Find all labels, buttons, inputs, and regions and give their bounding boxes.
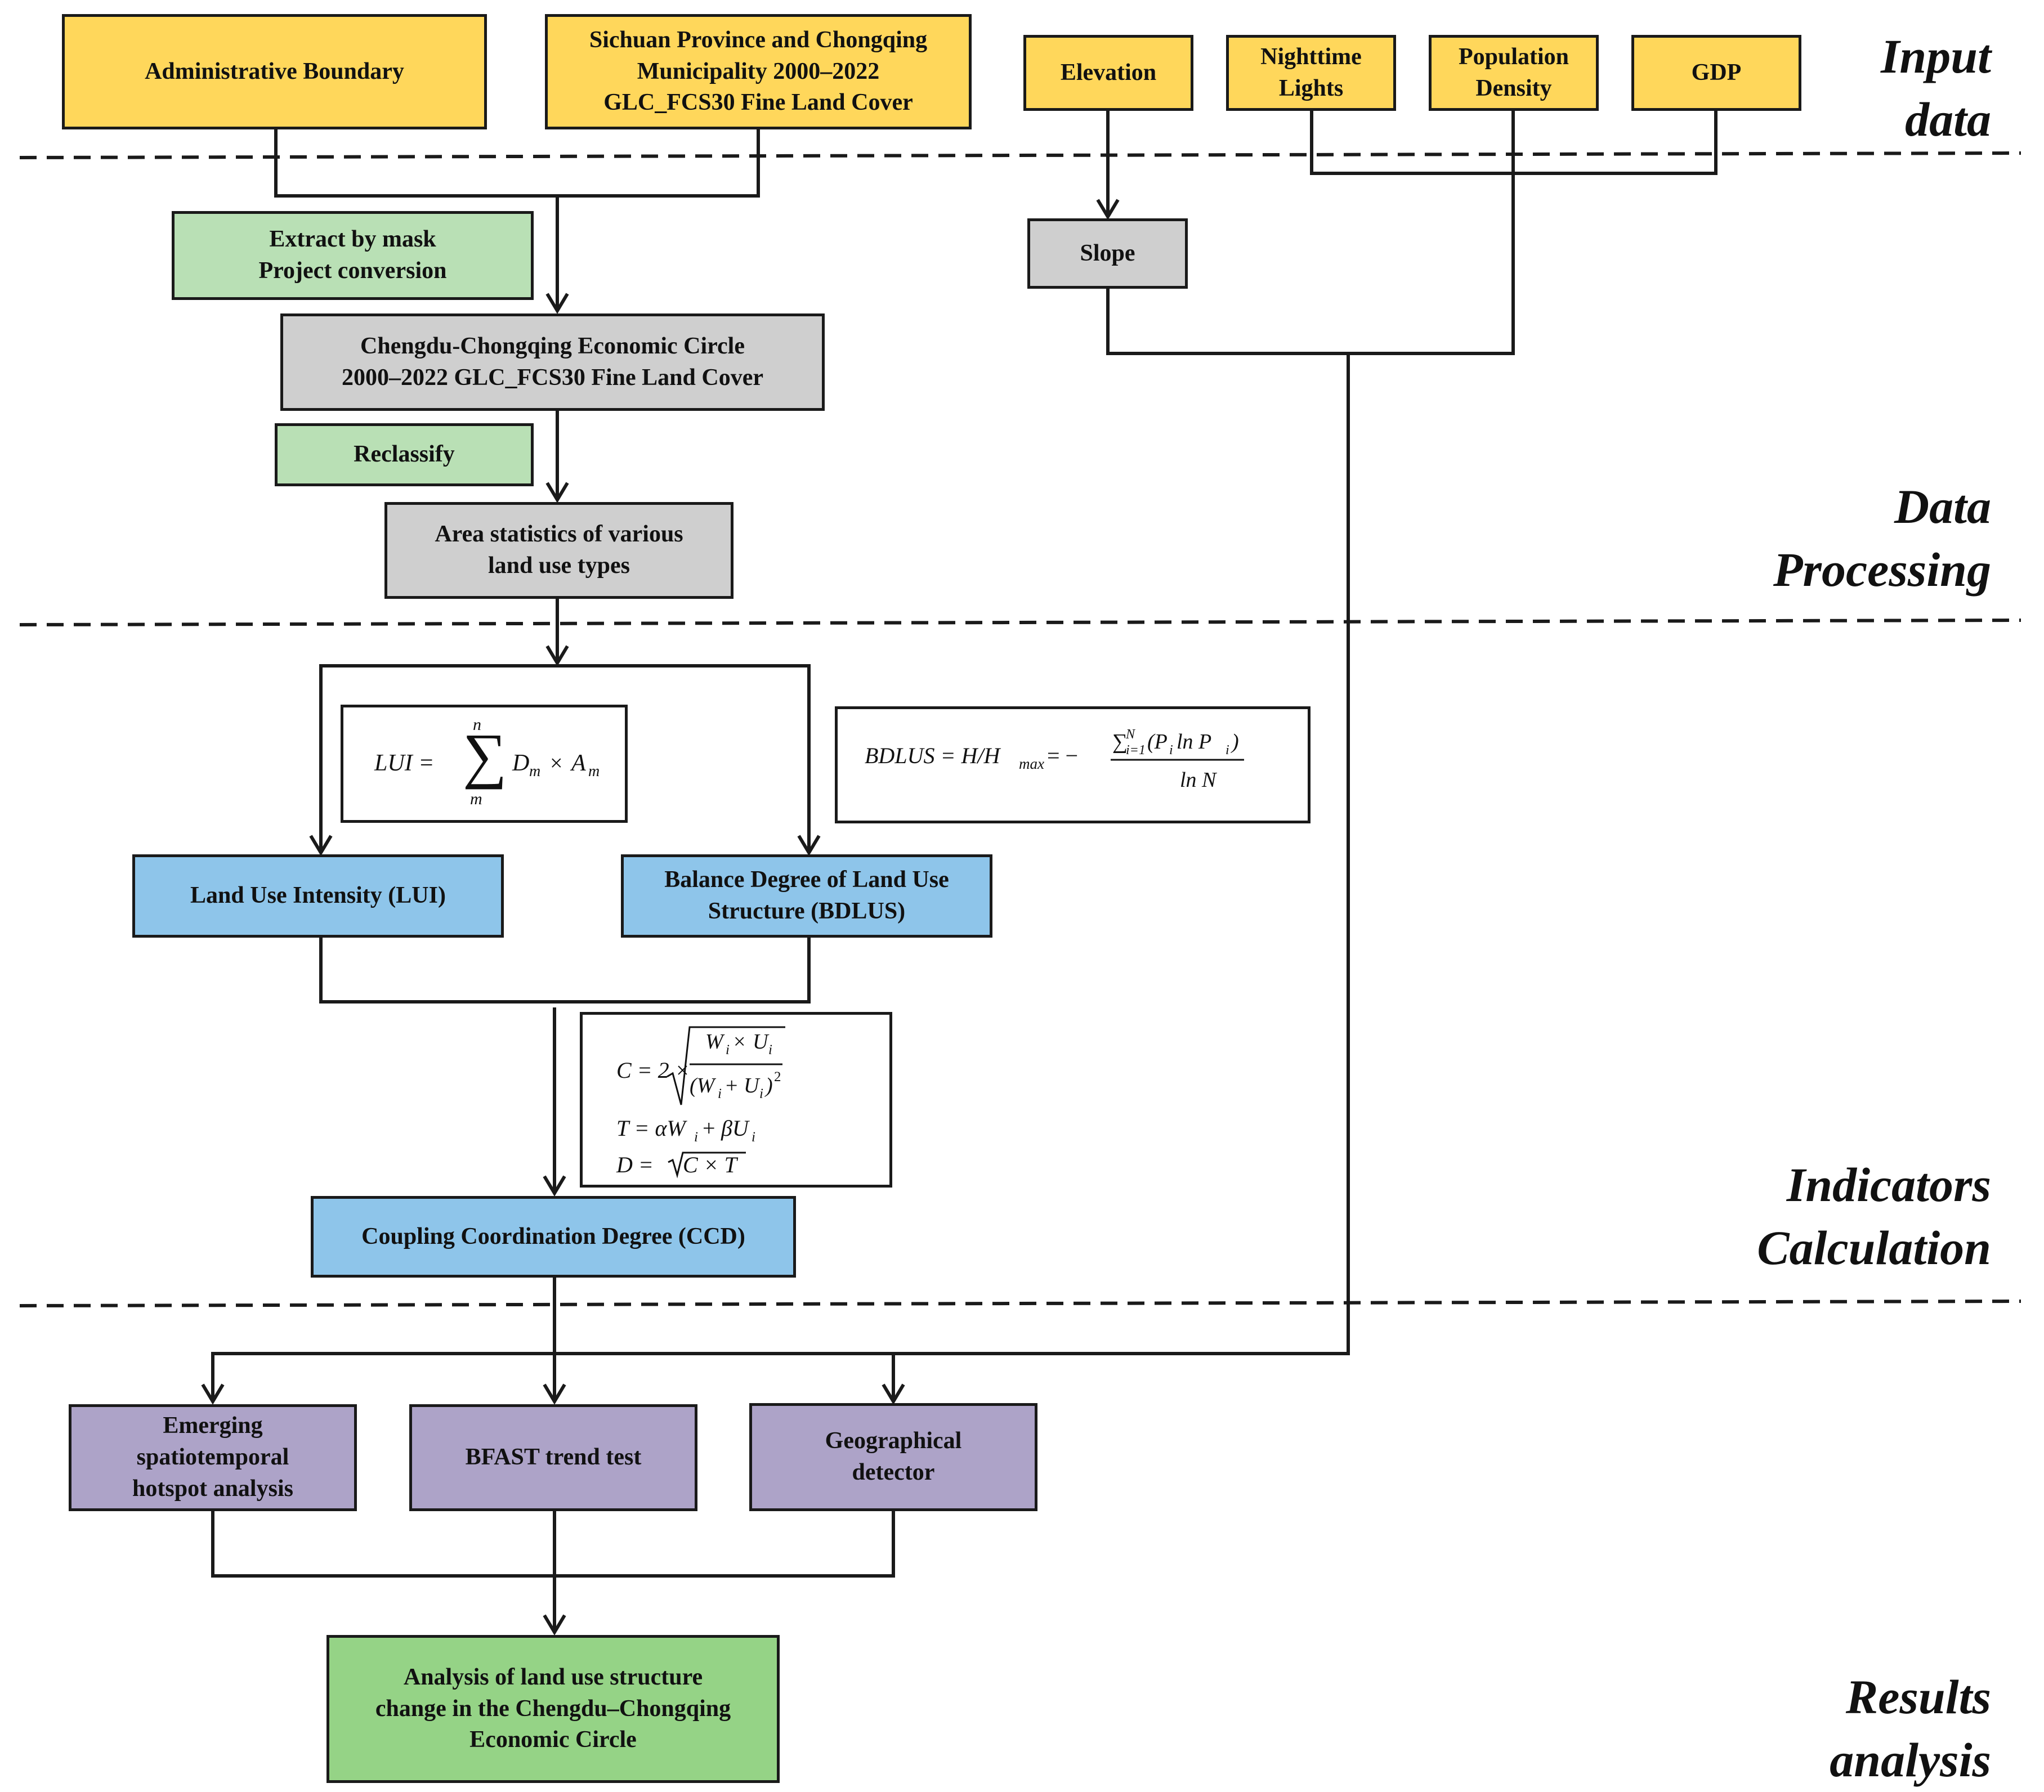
arrow-to-area-stats xyxy=(545,482,569,503)
land-cover-input-box: Sichuan Province and Chongqing Municipal… xyxy=(545,14,972,129)
connector-lui-bdlus-merge xyxy=(319,937,811,1003)
bdlus-formula-box: BDLUS = H/H max = − ∑ N i=1 (P i ln P i … xyxy=(835,706,1311,823)
lui-formula-graphic: LUI = ∑ n m D m × A m xyxy=(374,715,600,808)
connector-split-lui xyxy=(319,664,557,853)
gdp-box: GDP xyxy=(1631,35,1801,111)
admin-boundary-box: Administrative Boundary xyxy=(62,14,487,129)
svg-text:ln P: ln P xyxy=(1177,730,1211,754)
svg-text:n: n xyxy=(473,715,481,734)
arrow-to-final xyxy=(543,1614,566,1636)
svg-text:2: 2 xyxy=(774,1069,781,1085)
arrow-to-slope xyxy=(1096,199,1120,220)
arrow-to-ccd xyxy=(543,1175,566,1197)
arrow-to-split xyxy=(545,645,569,666)
svg-text:i: i xyxy=(694,1130,698,1145)
section-label-results-analysis: Results analysis xyxy=(1830,1670,1991,1787)
ccd-formula-box: C = 2 × W i × U i (W i + U i ) 2 T = αW … xyxy=(580,1012,892,1188)
svg-text:D =: D = xyxy=(616,1152,654,1177)
svg-text:D: D xyxy=(512,750,529,776)
hotspot-analysis-box: Emerging spatiotemporal hotspot analysis xyxy=(69,1404,357,1511)
svg-text:+: + xyxy=(703,1115,715,1141)
svg-text:): ) xyxy=(1231,730,1239,754)
svg-text:×: × xyxy=(550,750,563,776)
elevation-box: Elevation xyxy=(1023,35,1193,111)
svg-text:∑: ∑ xyxy=(1112,730,1128,754)
svg-text:ln N: ln N xyxy=(1180,768,1218,792)
svg-text:(W: (W xyxy=(690,1074,717,1097)
svg-text:×: × xyxy=(733,1030,745,1054)
connector-inputs-merge xyxy=(274,128,760,198)
separator-input-processing xyxy=(19,151,2021,159)
arrow-to-lui xyxy=(309,835,333,856)
svg-text:m: m xyxy=(470,790,482,808)
separator-processing-indicators xyxy=(19,619,2021,626)
arrow-to-ccec xyxy=(545,293,569,314)
separator-indicators-results xyxy=(19,1300,2021,1307)
section-label-indicators-calculation: Indicators Calculation xyxy=(1757,1158,1991,1275)
svg-text:U: U xyxy=(753,1030,770,1054)
area-statistics-box: Area statistics of various land use type… xyxy=(384,502,733,599)
connector-drivers-down xyxy=(893,353,1350,1355)
connector-analysis-branch xyxy=(211,1352,895,1401)
nighttime-lights-box: Nighttime Lights xyxy=(1226,35,1396,111)
arrow-to-geodetector xyxy=(882,1383,905,1405)
slope-box: Slope xyxy=(1027,218,1188,289)
svg-text:U: U xyxy=(744,1074,761,1097)
svg-text:+: + xyxy=(726,1074,737,1097)
ccec-land-cover-box: Chengdu-Chongqing Economic Circle 2000–2… xyxy=(280,313,825,411)
svg-text:i=1: i=1 xyxy=(1126,743,1146,758)
arrow-to-bdlus xyxy=(797,835,821,856)
svg-text:): ) xyxy=(764,1074,773,1097)
bfast-trend-test-box: BFAST trend test xyxy=(409,1404,697,1511)
svg-text:i: i xyxy=(718,1086,722,1101)
svg-text:LUI =: LUI = xyxy=(374,750,435,776)
svg-text:C = 2 ×: C = 2 × xyxy=(616,1058,690,1083)
bdlus-box: Balance Degree of Land Use Structure (BD… xyxy=(621,854,992,938)
svg-text:m: m xyxy=(529,763,540,780)
bdlus-formula-graphic: BDLUS = H/H max = − ∑ N i=1 (P i ln P i … xyxy=(865,727,1244,792)
ccd-formula-graphic: C = 2 × W i × U i (W i + U i ) 2 T = αW … xyxy=(616,1026,785,1179)
lui-box: Land Use Intensity (LUI) xyxy=(132,854,504,938)
svg-text:= −: = − xyxy=(1047,743,1078,768)
final-analysis-box: Analysis of land use structure change in… xyxy=(326,1635,780,1783)
connector-slope-socio-merge xyxy=(1106,110,1515,355)
ccd-box: Coupling Coordination Degree (CCD) xyxy=(311,1196,796,1278)
svg-text:N: N xyxy=(1125,727,1136,742)
svg-text:i: i xyxy=(1225,743,1229,758)
section-label-data-processing: Data Processing xyxy=(1773,480,1991,597)
svg-text:i: i xyxy=(768,1042,772,1058)
svg-text:A: A xyxy=(570,750,586,776)
svg-text:T = αW: T = αW xyxy=(616,1115,688,1141)
population-density-box: Population Density xyxy=(1429,35,1599,111)
svg-text:i: i xyxy=(759,1086,763,1101)
svg-text:BDLUS = H/H: BDLUS = H/H xyxy=(865,743,1001,768)
arrow-to-hotspot xyxy=(201,1383,225,1405)
reclassify-box: Reclassify xyxy=(275,423,534,486)
svg-text:i: i xyxy=(726,1042,730,1058)
arrow-to-bfast xyxy=(543,1383,566,1405)
connector-split-bdlus xyxy=(557,664,811,853)
svg-text:i: i xyxy=(752,1130,755,1145)
geographical-detector-box: Geographical detector xyxy=(749,1403,1037,1511)
svg-text:W: W xyxy=(705,1030,725,1054)
svg-text:βU: βU xyxy=(721,1115,750,1141)
section-label-input-data: Input data xyxy=(1880,29,1991,146)
svg-text:∑: ∑ xyxy=(463,721,507,790)
svg-text:(P: (P xyxy=(1147,730,1168,754)
svg-text:C × T: C × T xyxy=(683,1152,739,1177)
svg-text:i: i xyxy=(1169,743,1173,758)
svg-text:max: max xyxy=(1019,755,1044,772)
extract-by-mask-box: Extract by mask Project conversion xyxy=(172,211,534,300)
svg-text:m: m xyxy=(588,763,600,780)
lui-formula-box: LUI = ∑ n m D m × A m xyxy=(341,705,628,823)
